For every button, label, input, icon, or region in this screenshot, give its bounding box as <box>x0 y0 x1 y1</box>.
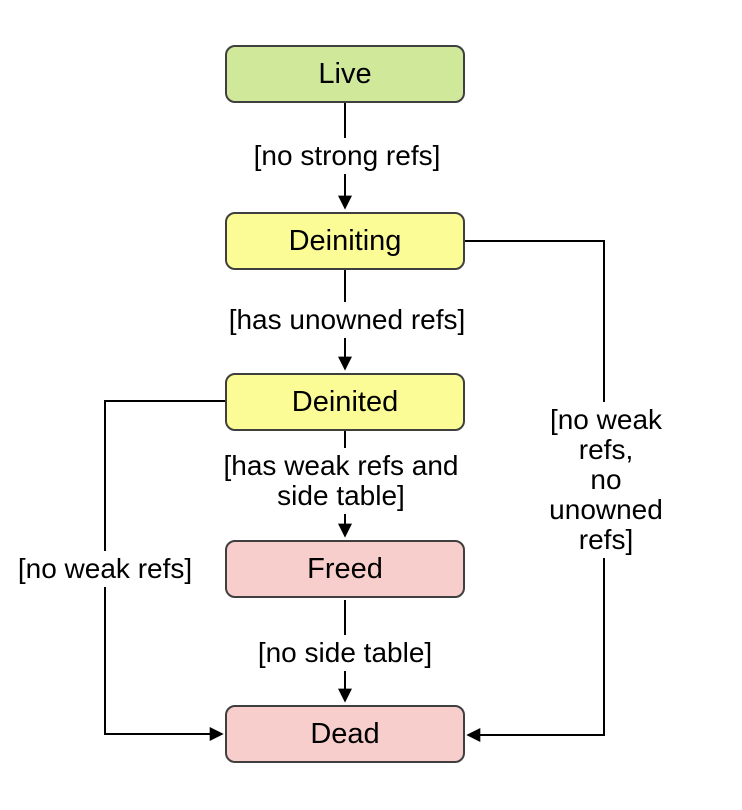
edge-label-has-weak-refs-and-side-table: [has weak refs and side table] <box>217 448 465 514</box>
state-node-freed: Freed <box>225 540 465 598</box>
edge-label-no-weak-no-unowned-refs: [no weak refs, no unowned refs] <box>538 402 674 558</box>
state-node-deinited: Deinited <box>225 373 465 431</box>
state-node-live: Live <box>225 45 465 103</box>
state-node-deiniting: Deiniting <box>225 212 465 270</box>
edge-label-has-unowned-refs: [has unowned refs] <box>222 302 472 338</box>
edge-label-no-side-table: [no side table] <box>251 635 439 671</box>
edge-label-no-weak-refs: [no weak refs] <box>11 551 199 587</box>
state-node-dead: Dead <box>225 705 465 763</box>
edge-label-no-strong-refs: [no strong refs] <box>247 138 447 174</box>
